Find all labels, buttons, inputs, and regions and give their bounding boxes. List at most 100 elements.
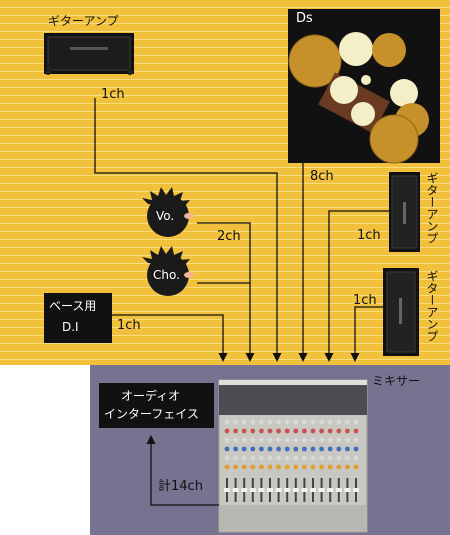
mixer-knob <box>353 446 359 452</box>
mixer-knob <box>267 437 273 443</box>
mixer-knob <box>336 455 342 461</box>
mixer-knob <box>353 464 359 470</box>
mixer-knob <box>267 455 273 461</box>
mixer-knob <box>233 446 239 452</box>
mixer-knob <box>233 464 239 470</box>
mixer-knob <box>284 446 290 452</box>
mixer-knob <box>327 419 333 425</box>
drum-kit <box>288 9 440 164</box>
mixer-knob <box>224 455 230 461</box>
mixer-knob <box>259 464 264 470</box>
mixer-knob <box>241 437 247 443</box>
line-guitar-right-2 <box>350 306 383 362</box>
mixer-fader-cap <box>353 488 359 492</box>
mixer-knob <box>345 428 350 434</box>
mixer-knob <box>302 446 307 452</box>
chorus-head <box>142 246 194 296</box>
mixer-knob <box>276 437 281 443</box>
mixer-knob <box>336 419 342 425</box>
mixer-knob <box>224 419 230 425</box>
guitar-amp-top <box>44 33 134 75</box>
mixer-knob <box>293 455 299 461</box>
mixer-fader-cap <box>335 488 342 492</box>
mixer-knob <box>336 437 342 443</box>
mixer-knob <box>353 437 359 443</box>
mixer-knob <box>224 428 230 434</box>
mixer-knob <box>284 419 290 425</box>
mixer-knob <box>353 419 359 425</box>
mixer-knob <box>310 437 316 443</box>
mixer-knob <box>233 455 239 461</box>
guitar-top-channel-label: 1ch <box>101 87 125 102</box>
mixer-knob <box>250 437 256 443</box>
mixer-knob <box>310 455 316 461</box>
mixer-knob <box>327 446 333 452</box>
mixer-fader-cap <box>241 488 248 492</box>
mixer-knob <box>259 455 264 461</box>
mixer-knob <box>327 464 333 470</box>
mixer-knob <box>319 446 324 452</box>
mixer-knob <box>267 419 273 425</box>
mixer-knob <box>224 464 230 470</box>
mixer-knob <box>345 455 350 461</box>
mixer-knob <box>302 464 307 470</box>
mixer-fader-cap <box>310 488 316 492</box>
audio-interface-label-line2: インターフェイス <box>104 407 199 421</box>
guitar-right-1-channel-label: 1ch <box>357 228 381 243</box>
mixer-fader-cap <box>318 488 325 492</box>
mixer-fader-cap <box>267 488 273 492</box>
mixer-knob <box>241 428 247 434</box>
mixer-knob <box>327 437 333 443</box>
mixer-knob <box>293 437 299 443</box>
mixer-knob <box>276 446 281 452</box>
mixer-knob <box>310 446 316 452</box>
mixer-knob <box>241 464 247 470</box>
mixer-knob <box>233 437 239 443</box>
mixer-fader-cap <box>344 488 351 492</box>
mixer-knob <box>336 446 342 452</box>
mixer-fader-cap <box>284 488 291 492</box>
mixer-fader-cap <box>258 488 265 492</box>
bass-channel-label: 1ch <box>117 318 141 333</box>
mixer-knob <box>284 455 290 461</box>
mixer-knob <box>233 428 239 434</box>
mixer-knob <box>259 428 264 434</box>
mixer-knob <box>345 437 350 443</box>
mixer-fader-cap <box>249 488 256 492</box>
mixer-knob <box>319 428 324 434</box>
mixer-knob <box>241 419 247 425</box>
mixer-knob <box>250 428 256 434</box>
mixer-knob <box>345 446 350 452</box>
line-guitar-top <box>94 98 282 362</box>
mixer-knob <box>267 464 273 470</box>
vocals-channel-label: 2ch <box>217 229 241 244</box>
mixer-knob <box>310 428 316 434</box>
mixer-knob <box>310 419 316 425</box>
vocal-label: Vo. <box>156 209 175 223</box>
audio-interface-box <box>99 383 214 428</box>
mixer-knob <box>319 464 324 470</box>
guitar-amp-right-1 <box>389 172 420 252</box>
mixer-knob <box>293 428 299 434</box>
mixer-knob <box>276 428 281 434</box>
guitar-right-2-channel-label: 1ch <box>353 293 377 308</box>
mixer-knob <box>336 464 342 470</box>
mixer-knob <box>327 428 333 434</box>
guitar-amp-right-2-label: ギターアンプ <box>425 270 439 342</box>
mixer-knob <box>224 437 230 443</box>
mixer-knob <box>284 428 290 434</box>
mixer-fader-cap <box>301 488 308 492</box>
line-guitar-right-1 <box>324 210 389 362</box>
mixer-knob <box>293 419 299 425</box>
mixer-knob <box>250 446 256 452</box>
bass-di-label-line2: D.I <box>62 320 79 334</box>
mixer-knob <box>259 437 264 443</box>
mixer-knob <box>267 428 273 434</box>
mixer-knob <box>345 419 350 425</box>
line-vocal <box>197 222 255 362</box>
mixer-fader-cap <box>327 488 334 492</box>
guitar-amp-right-1-label: ギターアンプ <box>425 172 439 244</box>
mixer-knob <box>276 464 281 470</box>
bass-di-label-line1: ベース用 <box>49 299 97 313</box>
mixer-knob <box>302 428 307 434</box>
